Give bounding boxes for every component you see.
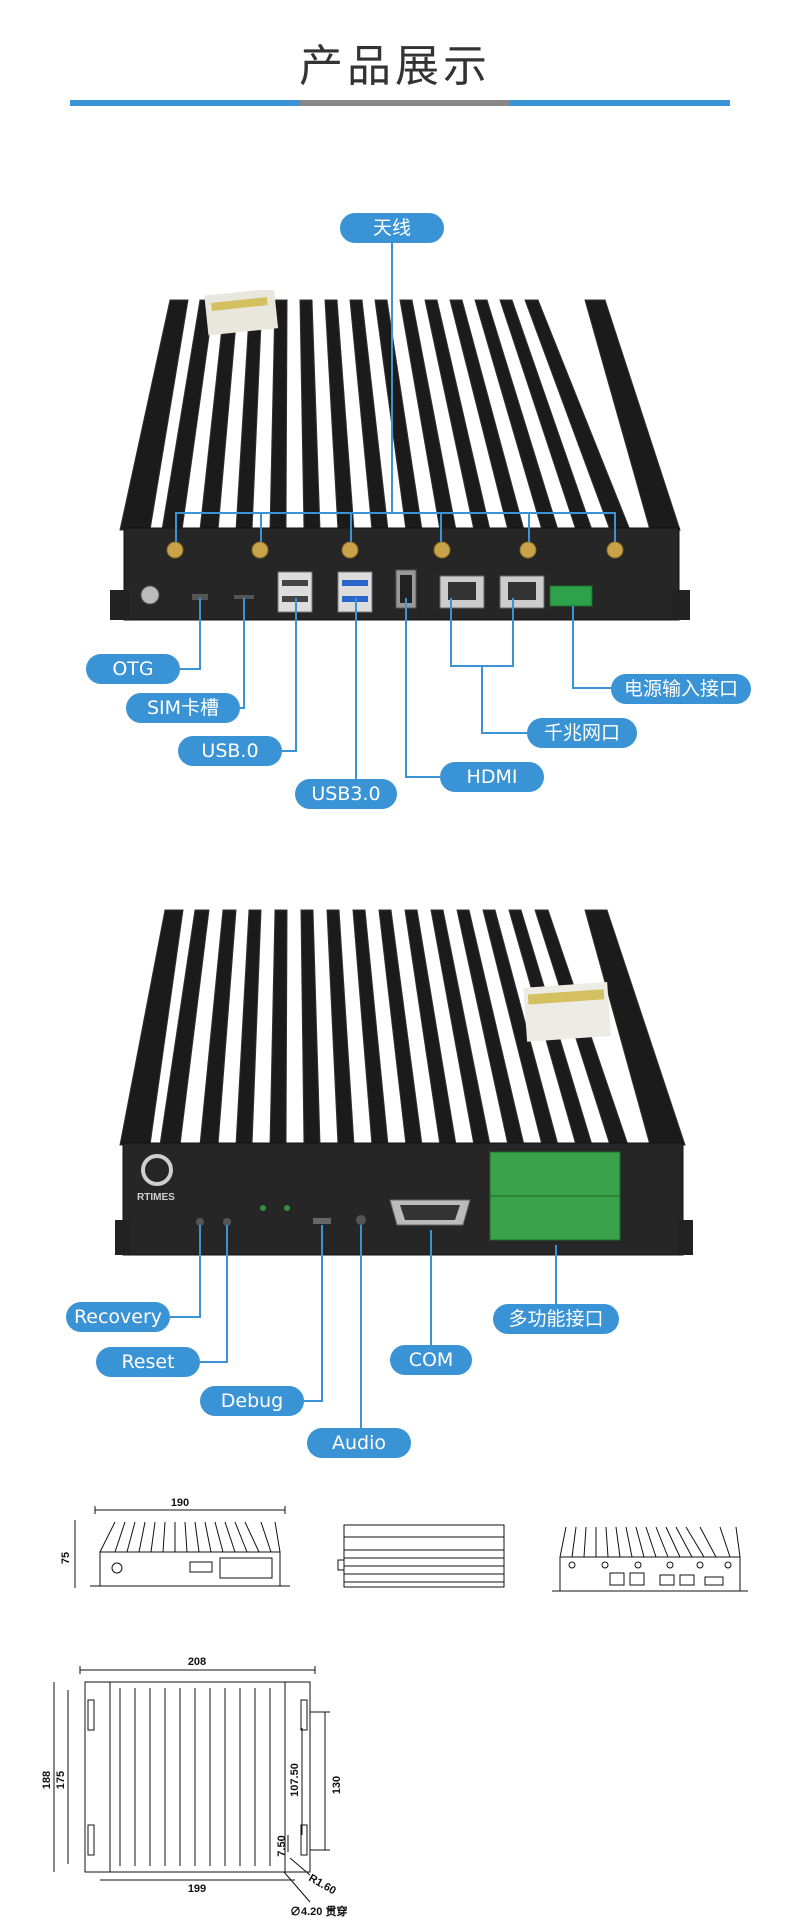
antenna-leader-horizontal xyxy=(175,512,615,514)
label-sim: SIM卡槽 xyxy=(126,693,240,723)
antenna-drop-6 xyxy=(614,512,616,542)
reset-leader-up xyxy=(226,1225,228,1363)
sim-leader-up xyxy=(243,598,245,709)
debug-leader-up xyxy=(321,1225,323,1402)
drawing-rear-elevation xyxy=(552,1526,748,1592)
dim-front-width: 190 xyxy=(171,1497,189,1509)
dim-front-height: 75 xyxy=(60,1552,72,1564)
dim-hole: ∅4.20 贯穿 xyxy=(290,1904,347,1918)
drawing-front-elevation: 190 75 xyxy=(60,1497,290,1588)
otg-leader xyxy=(180,668,200,670)
drawing-side-elevation xyxy=(337,1524,505,1588)
label-com: COM xyxy=(390,1345,472,1375)
multi-leader-up xyxy=(555,1245,557,1304)
label-gigabit: 千兆网口 xyxy=(527,718,637,748)
power-leader-down xyxy=(572,606,574,688)
label-usb2: USB.0 xyxy=(178,736,282,766)
usb3-leader-up xyxy=(355,598,357,780)
recovery-leader-right xyxy=(170,1316,200,1318)
dim-depth-total: 188 xyxy=(41,1771,53,1789)
drawing-plan-view: 208 199 188 175 130 107.50 7.50 R1.60 ∅4… xyxy=(41,1656,347,1918)
recovery-leader-up xyxy=(199,1225,201,1318)
audio-leader-up xyxy=(360,1225,362,1428)
label-audio: Audio xyxy=(307,1428,411,1458)
gigabit-leader-right xyxy=(481,732,527,734)
title-bar-center xyxy=(300,100,510,106)
label-antenna: 天线 xyxy=(340,213,444,243)
label-reset: Reset xyxy=(96,1347,200,1377)
label-otg: OTG xyxy=(86,654,180,684)
dim-slot-offset: 7.50 xyxy=(276,1835,288,1856)
dim-top-inner-width: 199 xyxy=(188,1883,206,1895)
com-leader-up xyxy=(430,1230,432,1345)
sim-leader xyxy=(240,707,244,709)
dim-depth-inner: 175 xyxy=(55,1771,67,1789)
label-debug: Debug xyxy=(200,1386,304,1416)
front-device-image xyxy=(110,290,690,621)
gigabit-leader-b xyxy=(512,598,514,666)
antenna-drop-4 xyxy=(440,512,442,542)
debug-leader-right xyxy=(304,1400,322,1402)
title-bar-right xyxy=(510,100,730,106)
label-power: 电源输入接口 xyxy=(611,674,751,704)
antenna-drop-2 xyxy=(260,512,262,542)
hdmi-leader-up xyxy=(405,598,407,778)
dim-mount-span: 130 xyxy=(331,1776,343,1794)
dim-top-width: 208 xyxy=(188,1656,206,1668)
title-bar-left xyxy=(70,100,300,106)
usb2-leader xyxy=(282,750,296,752)
page-title: 产品展示 xyxy=(299,41,491,92)
hdmi-leader xyxy=(406,776,440,778)
gigabit-leader-down xyxy=(481,665,483,733)
gigabit-leader-a xyxy=(450,598,452,666)
antenna-leader-vertical xyxy=(391,243,393,513)
usb2-leader-up xyxy=(295,598,297,752)
dim-mount-offset: 107.50 xyxy=(289,1763,301,1797)
rear-device-image: RTIMES xyxy=(115,909,693,1256)
dim-radius: R1.60 xyxy=(307,1872,338,1897)
label-usb3: USB3.0 xyxy=(295,779,397,809)
label-hdmi: HDMI xyxy=(440,762,544,792)
antenna-drop-1 xyxy=(175,512,177,542)
power-leader-right xyxy=(572,687,612,689)
reset-leader-right xyxy=(200,1361,227,1363)
label-multi: 多功能接口 xyxy=(493,1304,619,1334)
antenna-drop-5 xyxy=(528,512,530,542)
rear-brand: RTIMES xyxy=(137,1192,175,1203)
label-recovery: Recovery xyxy=(66,1302,170,1332)
antenna-drop-3 xyxy=(350,512,352,542)
otg-leader-up xyxy=(199,598,201,670)
